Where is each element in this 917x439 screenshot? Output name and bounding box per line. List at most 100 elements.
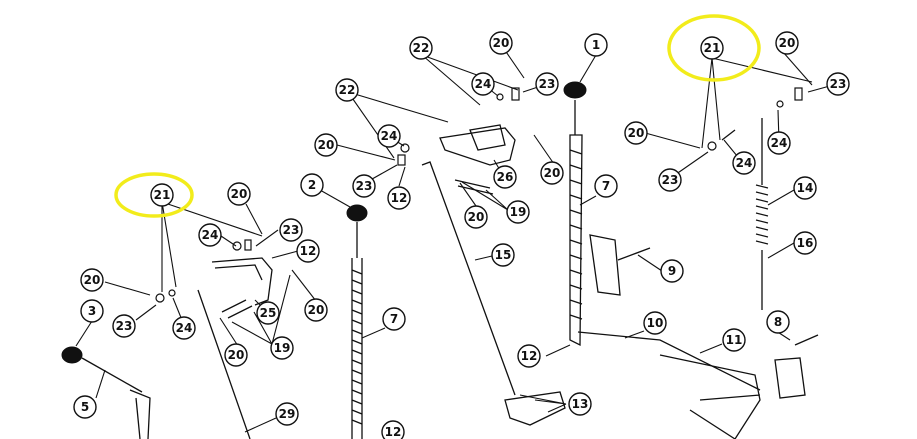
svg-text:20: 20 xyxy=(779,36,796,50)
callout-13: 13 xyxy=(568,392,592,416)
clip-23-right xyxy=(794,87,803,101)
svg-text:23: 23 xyxy=(116,319,133,333)
clip-23-left xyxy=(244,239,252,251)
svg-text:20: 20 xyxy=(308,303,325,317)
svg-text:12: 12 xyxy=(300,244,317,258)
callout-20-a: 20 xyxy=(489,31,513,55)
callout-23-c: 23 xyxy=(352,174,376,198)
pin-23-left xyxy=(155,293,165,303)
leader xyxy=(95,369,106,399)
callout-29: 29 xyxy=(275,402,299,426)
svg-text:24: 24 xyxy=(475,77,492,91)
callout-23-e: 23 xyxy=(658,168,682,192)
bolt-9 xyxy=(617,247,651,261)
callout-25: 25 xyxy=(256,301,280,325)
callout-21-left: 21 xyxy=(150,183,174,207)
leader xyxy=(255,229,279,247)
bracket-25 xyxy=(211,257,273,306)
callout-24-f: 24 xyxy=(767,131,791,155)
svg-text:20: 20 xyxy=(493,36,510,50)
leader xyxy=(245,203,263,235)
pin-24-upper xyxy=(496,93,504,101)
knob-3 xyxy=(61,346,83,364)
leader xyxy=(519,394,567,413)
bracket-8 xyxy=(774,357,806,399)
callout-11: 11 xyxy=(722,328,746,352)
leader xyxy=(699,343,723,354)
callout-22-a: 22 xyxy=(409,36,433,60)
callouts: 1 2 3 5 7 7 8 9 10 11 12 12 12 12 13 14 … xyxy=(73,31,850,439)
svg-text:24: 24 xyxy=(736,156,753,170)
callout-3: 3 xyxy=(80,299,104,323)
svg-text:20: 20 xyxy=(468,210,485,224)
leader xyxy=(782,51,813,86)
parts-artwork xyxy=(61,81,819,439)
svg-text:20: 20 xyxy=(84,273,101,287)
svg-text:26: 26 xyxy=(497,170,514,184)
callout-1: 1 xyxy=(584,33,608,57)
rod-29 xyxy=(197,289,251,439)
knob-2 xyxy=(346,204,368,222)
rod-15 xyxy=(421,161,516,396)
leader xyxy=(533,134,555,165)
callout-10: 10 xyxy=(643,311,667,335)
svg-text:21: 21 xyxy=(154,188,171,202)
callout-5: 5 xyxy=(73,395,97,419)
callout-23-d: 23 xyxy=(535,72,559,96)
leader xyxy=(75,320,93,347)
leader xyxy=(361,327,386,339)
callout-12-d: 12 xyxy=(381,420,405,439)
svg-text:15: 15 xyxy=(495,248,512,262)
svg-text:23: 23 xyxy=(356,179,373,193)
lever-7-center-coils xyxy=(351,269,363,425)
callout-26: 26 xyxy=(493,165,517,189)
svg-text:24: 24 xyxy=(381,129,398,143)
callout-12-b: 12 xyxy=(296,239,320,263)
svg-text:7: 7 xyxy=(390,312,398,326)
bracket-26-inner xyxy=(469,124,506,151)
svg-text:11: 11 xyxy=(726,333,743,347)
callout-9: 9 xyxy=(660,259,684,283)
svg-text:22: 22 xyxy=(413,41,430,55)
callout-16: 16 xyxy=(793,231,817,255)
callout-19-b: 19 xyxy=(506,200,530,224)
svg-text:21: 21 xyxy=(704,41,721,55)
bolt-20-left xyxy=(221,299,247,313)
leader xyxy=(767,189,795,206)
svg-text:23: 23 xyxy=(283,223,300,237)
callout-20-i: 20 xyxy=(224,343,248,367)
leader xyxy=(244,417,277,433)
callout-8: 8 xyxy=(766,310,790,334)
callout-23-f: 23 xyxy=(826,72,850,96)
leader xyxy=(624,330,645,339)
leader xyxy=(461,181,509,211)
svg-text:13: 13 xyxy=(572,397,589,411)
leader xyxy=(398,166,406,187)
callout-14: 14 xyxy=(793,176,817,200)
pin-23-right xyxy=(707,141,717,151)
callout-23-b: 23 xyxy=(279,218,303,242)
svg-text:20: 20 xyxy=(228,348,245,362)
leader xyxy=(579,195,597,206)
callout-15: 15 xyxy=(491,243,515,267)
callout-20-d: 20 xyxy=(314,133,338,157)
callout-20-b: 20 xyxy=(227,182,251,206)
callout-24-e: 24 xyxy=(732,151,756,175)
svg-text:12: 12 xyxy=(391,191,408,205)
plate xyxy=(589,234,621,296)
leader xyxy=(231,274,291,345)
clip-23-upper xyxy=(511,87,520,101)
leader xyxy=(459,182,477,207)
svg-text:29: 29 xyxy=(279,407,296,421)
callout-24-c: 24 xyxy=(377,124,401,148)
callout-12-a: 12 xyxy=(517,344,541,368)
callout-20-h: 20 xyxy=(304,298,328,322)
pin-24b-left xyxy=(232,241,242,251)
svg-text:7: 7 xyxy=(602,179,610,193)
svg-text:9: 9 xyxy=(668,264,676,278)
svg-text:25: 25 xyxy=(260,306,277,320)
svg-text:23: 23 xyxy=(662,173,679,187)
leader xyxy=(767,242,795,259)
lever-7-right-coils xyxy=(569,149,583,320)
pin-24-right-top xyxy=(776,100,784,108)
